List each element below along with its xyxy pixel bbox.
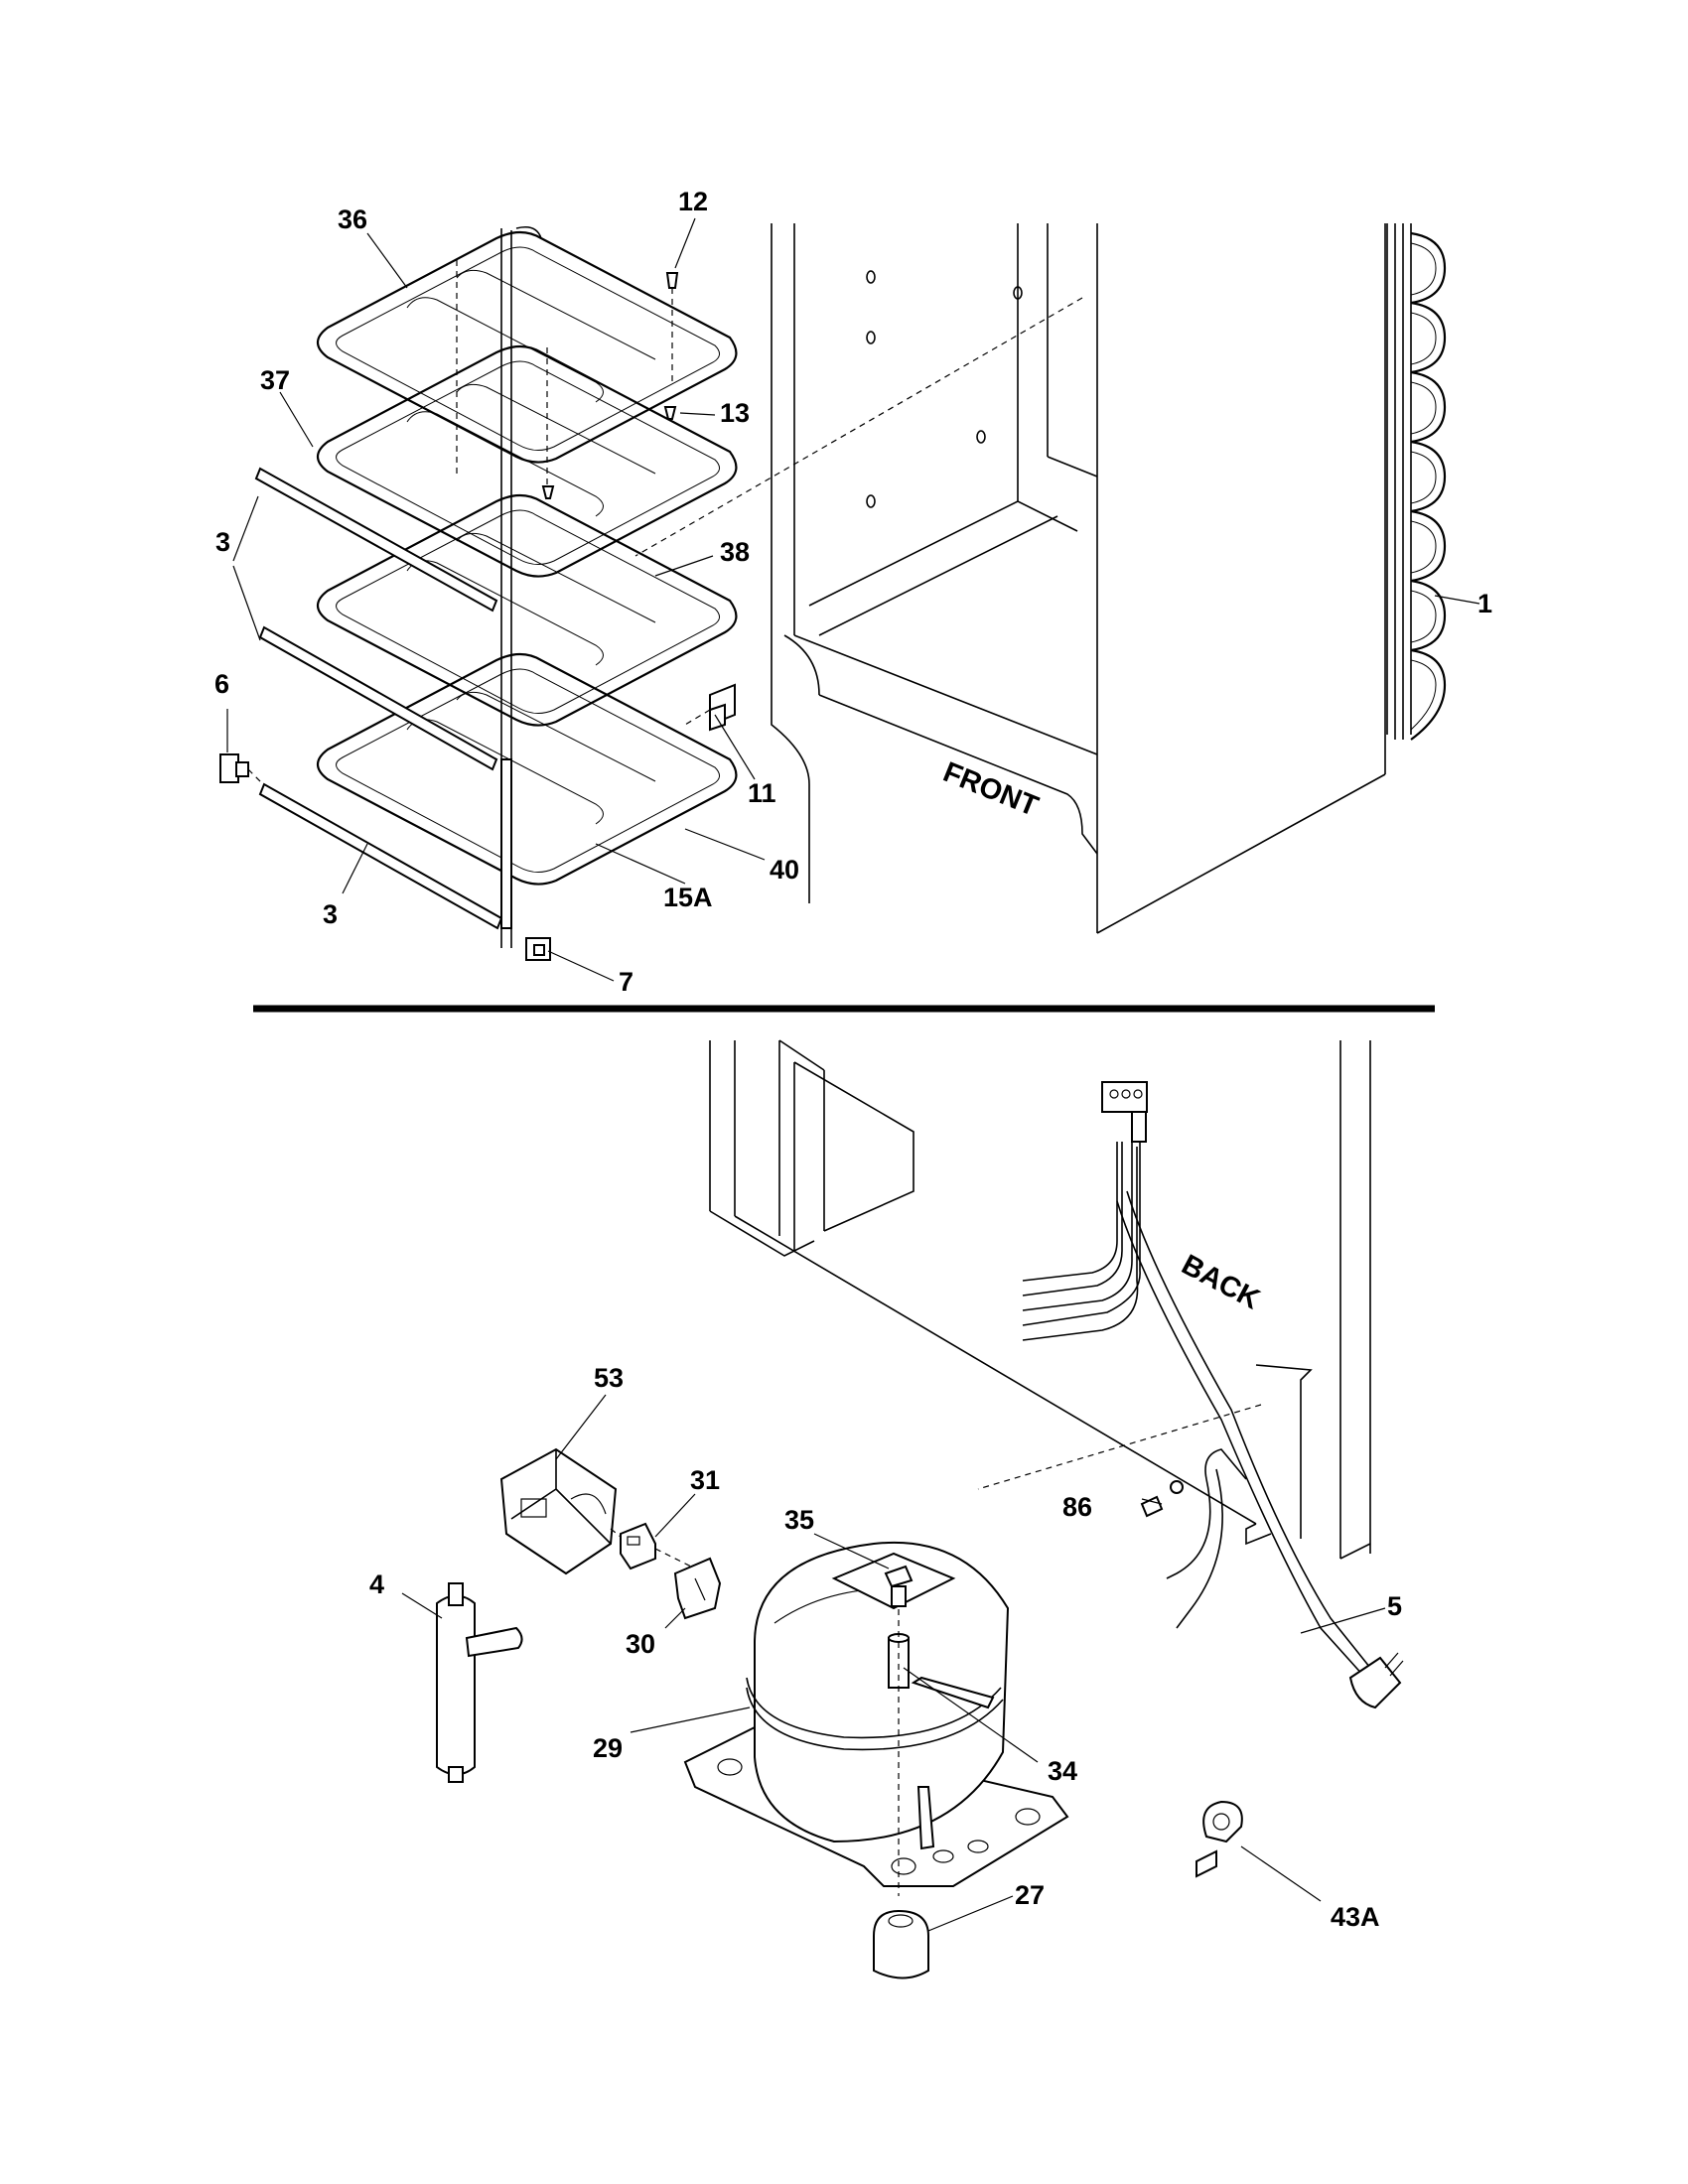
screw-13 <box>456 260 677 499</box>
leader-lines-top <box>226 217 1480 982</box>
callout-40: 40 <box>770 855 799 885</box>
back-label: BACK <box>1177 1249 1265 1316</box>
front-label: FRONT <box>938 756 1043 823</box>
shelf-coil-37 <box>316 344 738 578</box>
shelf-coil-36 <box>316 230 738 464</box>
callout-6: 6 <box>214 669 229 699</box>
filter-drier <box>436 1582 523 1783</box>
callout-12: 12 <box>678 187 708 216</box>
callout-11: 11 <box>748 778 776 808</box>
screw-86 <box>1140 1480 1184 1518</box>
clip-6 <box>219 753 264 785</box>
callout-37: 37 <box>260 365 290 395</box>
cabinet-back-view <box>709 1039 1371 1560</box>
callout-34: 34 <box>1048 1756 1077 1786</box>
callout-29: 29 <box>593 1733 623 1763</box>
callout-5: 5 <box>1387 1591 1402 1621</box>
callout-13: 13 <box>720 398 750 428</box>
overload-30 <box>673 1557 722 1620</box>
callout-86: 86 <box>1062 1492 1092 1522</box>
wiring-harness <box>1022 1081 1404 1709</box>
compressor <box>683 1541 1069 1887</box>
callout-3-upper: 3 <box>215 527 230 557</box>
grommet-27 <box>873 1909 929 1979</box>
relay-cover-53 <box>499 1447 618 1575</box>
cabinet-front-view <box>634 223 1386 934</box>
relay-31 <box>610 1522 696 1570</box>
shelf-rail-lower <box>258 782 503 930</box>
callout-31: 31 <box>690 1465 720 1495</box>
shelf-coil-40 <box>316 652 738 886</box>
callout-30: 30 <box>626 1629 655 1659</box>
clip-7 <box>525 937 551 961</box>
callout-53: 53 <box>594 1363 624 1393</box>
leader-lines-bottom <box>401 1394 1386 1932</box>
screw-12 <box>665 272 679 382</box>
callout-36: 36 <box>338 205 367 234</box>
shelf-coil-38 <box>316 493 738 727</box>
callout-7: 7 <box>619 967 633 997</box>
callout-35: 35 <box>784 1505 814 1535</box>
clip-11 <box>684 683 736 732</box>
callout-4: 4 <box>369 1570 384 1599</box>
bolt-35 <box>884 1565 914 1607</box>
callout-1: 1 <box>1477 589 1492 618</box>
callout-43a: 43A <box>1331 1902 1380 1932</box>
clip-15a <box>500 758 512 929</box>
callout-15a: 15A <box>663 883 713 912</box>
shelf-rail-upper <box>254 467 498 771</box>
condenser-coil <box>1386 223 1447 741</box>
callout-3-lower: 3 <box>323 899 338 929</box>
cord-clip-43a <box>1196 1800 1243 1878</box>
callout-27: 27 <box>1015 1880 1045 1910</box>
terminal-stud-34 <box>888 1598 910 1896</box>
callout-38: 38 <box>720 537 750 567</box>
